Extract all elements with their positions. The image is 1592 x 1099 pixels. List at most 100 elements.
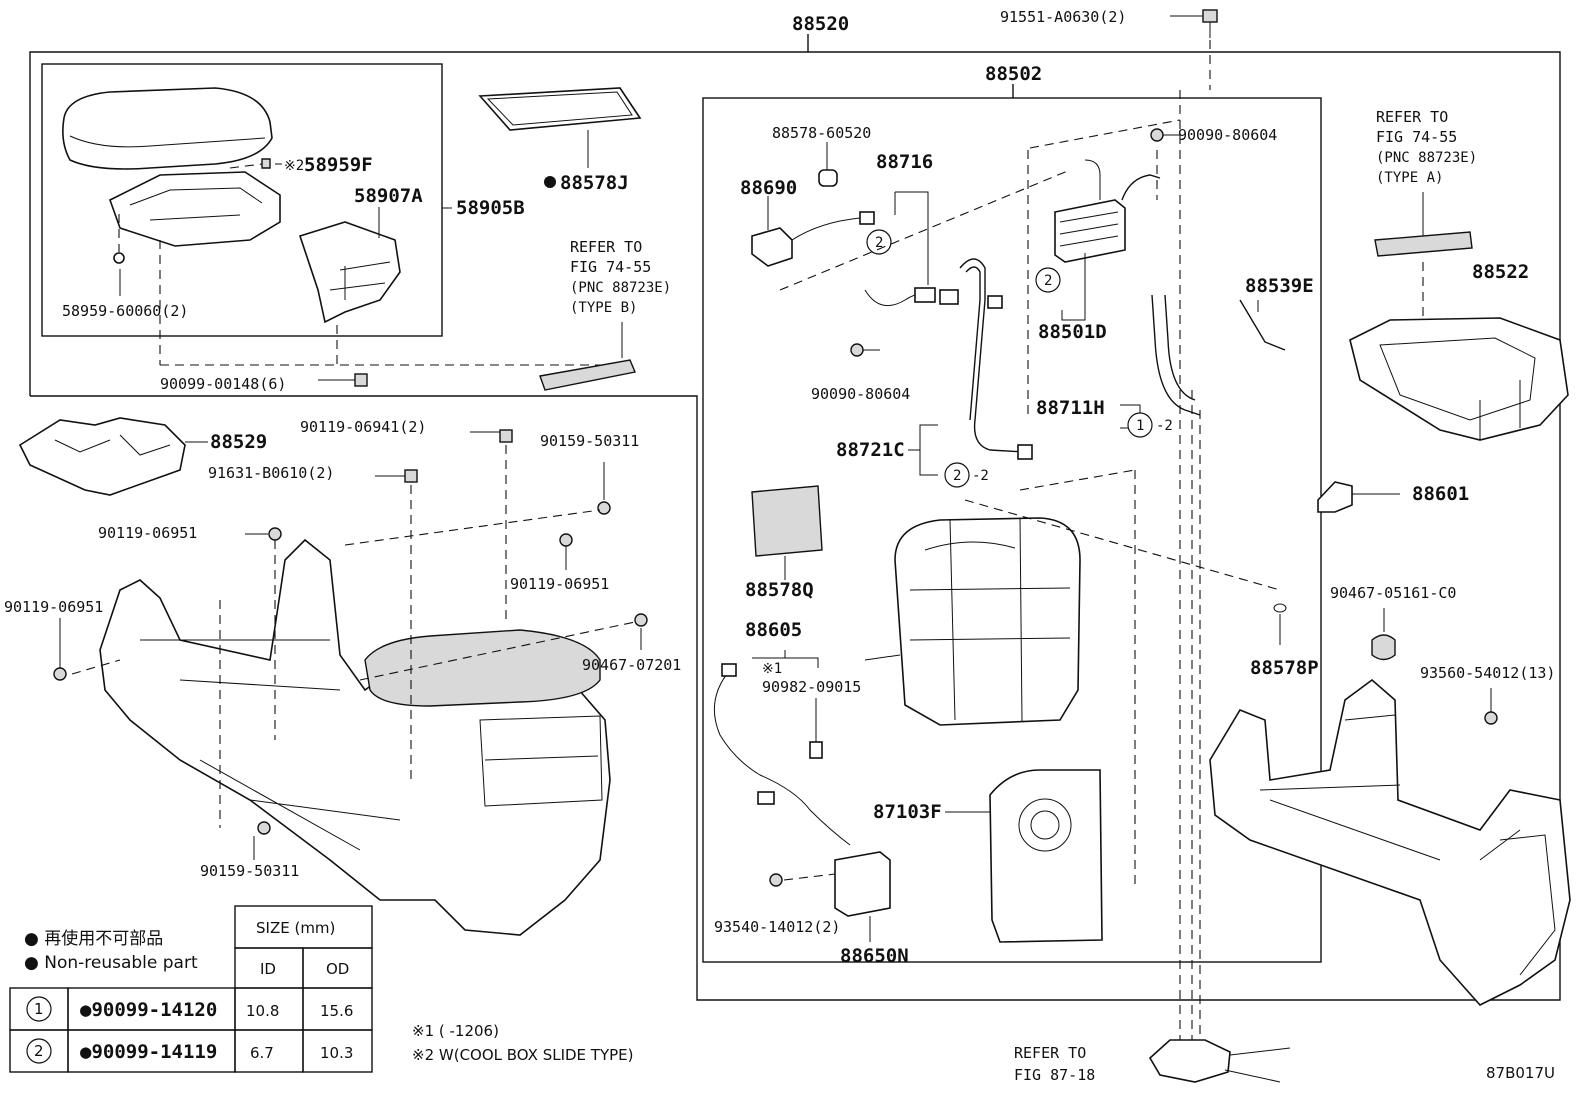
screw-93540-14012 bbox=[769, 873, 783, 887]
callout-text-2-88716: 2 bbox=[875, 235, 883, 251]
refer-c-line1: REFER TO bbox=[1014, 1044, 1086, 1062]
bolt-90090-80604a bbox=[850, 343, 864, 357]
label-88578P: 88578P bbox=[1250, 657, 1319, 679]
screw-58959 bbox=[113, 252, 125, 264]
fan-unit-87103F bbox=[989, 769, 1103, 943]
refer-b-line2: FIG 74-55 bbox=[570, 258, 651, 276]
console-left bbox=[99, 538, 611, 936]
hose-88721C bbox=[959, 258, 1026, 453]
refer-b-line1: REFER TO bbox=[570, 238, 642, 256]
mark-1-90982: ※1 bbox=[762, 661, 782, 677]
label-90159-50311-top: 90159-50311 bbox=[540, 432, 639, 450]
frame-group bbox=[29, 34, 1561, 1001]
coolbox-body bbox=[894, 517, 1081, 726]
shift-base bbox=[1148, 1039, 1231, 1083]
clip-88601 bbox=[1317, 481, 1353, 513]
size-table-header: SIZE (mm) bbox=[256, 919, 335, 937]
callout-2-88721C bbox=[944, 462, 970, 488]
label-88650N: 88650N bbox=[840, 945, 909, 967]
label-88520: 88520 bbox=[792, 13, 849, 35]
label-88711H: 88711H bbox=[1036, 397, 1105, 419]
suffix-2-88711H: -2 bbox=[1156, 418, 1173, 434]
label-91631-B0610: 91631-B0610(2) bbox=[208, 464, 334, 482]
bolt-90090-80604b bbox=[1150, 128, 1164, 142]
bolt-90099-00148 bbox=[318, 373, 368, 387]
screw-90119-06951c bbox=[53, 667, 67, 681]
label-90119-06951-mid: 90119-06951 bbox=[510, 575, 609, 593]
coolbox-group bbox=[713, 119, 1286, 943]
screw-90119-06951b bbox=[559, 533, 573, 547]
label-90090-80604-mid: 90090-80604 bbox=[811, 385, 910, 403]
size-table-row2-part: ●90099-14119 bbox=[80, 1041, 217, 1063]
armrest-group bbox=[62, 87, 622, 387]
fuse-90982-09015 bbox=[809, 741, 823, 759]
label-88529: 88529 bbox=[210, 431, 267, 453]
ring-88578J bbox=[478, 87, 642, 131]
screw-91631-B0610 bbox=[404, 469, 418, 483]
size-table: SIZE (mm) ID OD 1 ●90099-14120 10.8 15.6… bbox=[9, 905, 373, 1073]
label-88501D: 88501D bbox=[1038, 321, 1107, 343]
mark-2-58959F: ※2 bbox=[284, 158, 304, 174]
harness-88605 bbox=[713, 669, 851, 846]
legend-group: ● 再使用不可部品 ● Non-reusable part bbox=[24, 928, 198, 973]
screw-90159-50311b bbox=[257, 821, 271, 835]
label-88578-60520: 88578-60520 bbox=[772, 124, 871, 142]
frame-88502 bbox=[702, 97, 1322, 963]
label-90982-09015: 90982-09015 bbox=[762, 678, 861, 696]
refer-a-line2: FIG 74-55 bbox=[1376, 128, 1457, 146]
pad-88578Q bbox=[751, 485, 823, 557]
label-88578Q: 88578Q bbox=[745, 579, 814, 601]
refer-a-line3: (PNC 88723E) bbox=[1376, 150, 1477, 166]
label-91551-A0630: 91551-A0630(2) bbox=[1000, 8, 1126, 26]
screw-90159-50311a bbox=[597, 501, 611, 515]
callout-2-88501D bbox=[1035, 267, 1061, 293]
label-93540-14012: 93540-14012(2) bbox=[714, 918, 840, 936]
label-88690: 88690 bbox=[740, 177, 797, 199]
label-88502: 88502 bbox=[985, 63, 1042, 85]
refer-a-line1: REFER TO bbox=[1376, 108, 1448, 126]
non-reusable-dot-88578J bbox=[544, 176, 556, 188]
right-group bbox=[1148, 9, 1571, 1083]
size-table-row1-part: ●90099-14120 bbox=[80, 999, 217, 1021]
label-93560-54012: 93560-54012(13) bbox=[1420, 664, 1555, 682]
armrest-base-plate bbox=[109, 171, 281, 247]
size-table-row1-num: 1 bbox=[34, 1000, 44, 1018]
label-88539E: 88539E bbox=[1245, 275, 1314, 297]
refer-c-line2: FIG 87-18 bbox=[1014, 1066, 1095, 1084]
screw-90119-06941 bbox=[499, 429, 513, 443]
label-88716: 88716 bbox=[876, 151, 933, 173]
callout-2-88716 bbox=[866, 229, 892, 255]
refer-b-line4: (TYPE B) bbox=[570, 300, 637, 316]
label-90467-07201: 90467-07201 bbox=[582, 656, 681, 674]
label-87103F: 87103F bbox=[873, 801, 942, 823]
refer-b-line3: (PNC 88723E) bbox=[570, 280, 671, 296]
clip-93560-54012 bbox=[1484, 711, 1498, 725]
refer-a-line4: (TYPE A) bbox=[1376, 170, 1443, 186]
note-2: ※2 W(COOL BOX SLIDE TYPE) bbox=[412, 1046, 634, 1064]
callout-1-88711H bbox=[1127, 412, 1153, 438]
suffix-2-88721C: -2 bbox=[972, 468, 989, 484]
module-88650N bbox=[834, 851, 891, 917]
tube-88711H bbox=[1151, 294, 1201, 416]
block-88501D bbox=[1054, 199, 1126, 263]
legend-line-en: ● Non-reusable part bbox=[24, 953, 198, 973]
frame-armrest bbox=[41, 63, 443, 337]
label-90119-06941: 90119-06941(2) bbox=[300, 418, 426, 436]
label-88578J: 88578J bbox=[560, 172, 629, 194]
size-table-row2-num: 2 bbox=[34, 1042, 44, 1060]
label-90119-06951-left: 90119-06951 bbox=[4, 598, 103, 616]
box-88522 bbox=[1349, 317, 1569, 441]
label-58905B: 58905B bbox=[456, 197, 525, 219]
ring-88578P bbox=[1273, 603, 1287, 613]
mat-type-a bbox=[1374, 231, 1473, 257]
frame-88520 bbox=[29, 51, 1561, 1001]
clip-90467-07201 bbox=[634, 613, 648, 627]
bolt-91551-A0630 bbox=[1202, 9, 1218, 23]
tray-88529 bbox=[18, 417, 186, 496]
cap-90467-05161 bbox=[1371, 634, 1396, 661]
size-table-row1-id: 10.8 bbox=[246, 1002, 279, 1020]
hinge-58907A bbox=[298, 221, 401, 324]
size-table-row2-id: 6.7 bbox=[250, 1044, 274, 1062]
callout-text-1-88711H: 1 bbox=[1136, 418, 1144, 434]
